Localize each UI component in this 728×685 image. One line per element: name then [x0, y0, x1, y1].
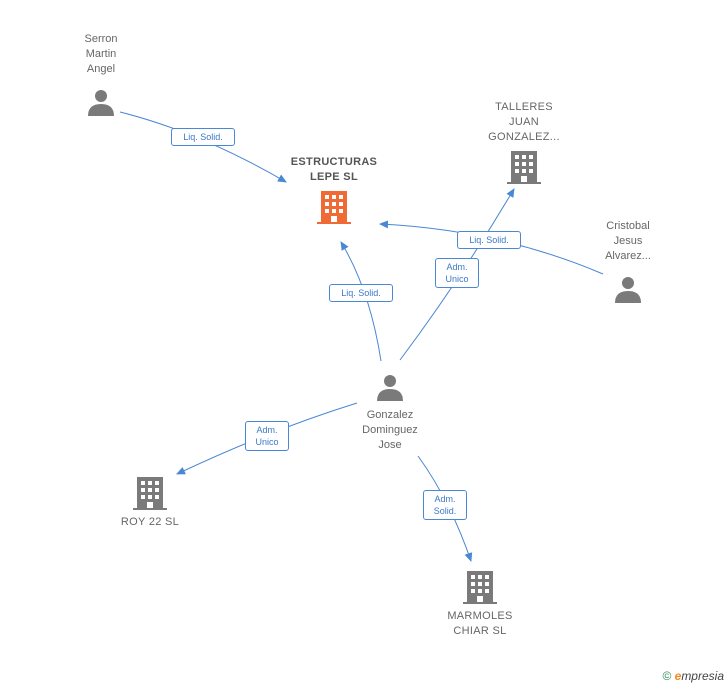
edge-label-gonzalez-roy[interactable]: Adm. Unico	[245, 421, 289, 451]
node-cristobal[interactable]: Cristobal Jesus Alvarez...	[588, 219, 668, 304]
node-talleres-label: TALLERES JUAN GONZALEZ...	[488, 101, 560, 143]
node-roy-label: ROY 22 SL	[120, 516, 180, 528]
person-icon	[377, 375, 403, 401]
node-marmoles-label: MARMOLES CHIAR SL	[447, 610, 513, 637]
node-gonzalez-label: Gonzalez Dominguez Jose	[362, 409, 418, 451]
person-icon	[615, 277, 641, 303]
brand-logo-text: mpresia	[681, 669, 724, 683]
edge-label-gonzalez-estructuras[interactable]: Liq. Solid.	[329, 284, 393, 302]
node-gonzalez[interactable]: Gonzalez Dominguez Jose	[340, 372, 440, 453]
copyright-icon: ©	[662, 669, 672, 683]
building-icon	[133, 477, 167, 510]
edge-label-gonzalez-talleres[interactable]: Adm. Unico	[435, 258, 479, 288]
node-estructuras-label: ESTRUCTURAS LEPE SL	[290, 156, 378, 183]
node-marmoles[interactable]: MARMOLES CHIAR SL	[430, 569, 530, 639]
node-talleres[interactable]: TALLERES JUAN GONZALEZ...	[474, 100, 574, 185]
footer-copyright: © empresia	[662, 669, 724, 683]
edge-serron-estructuras	[119, 111, 287, 183]
node-roy[interactable]: ROY 22 SL	[110, 475, 190, 530]
node-serron-label: Serron Martin Angel	[84, 33, 118, 75]
node-cristobal-label: Cristobal Jesus Alvarez...	[605, 220, 651, 262]
edge-label-gonzalez-marmoles[interactable]: Adm. Solid.	[423, 490, 467, 520]
brand-logo-e: e	[674, 669, 682, 683]
node-serron[interactable]: Serron Martin Angel	[66, 32, 136, 117]
building-icon	[317, 191, 351, 224]
person-icon	[88, 90, 114, 116]
building-icon	[507, 151, 541, 184]
node-estructuras[interactable]: ESTRUCTURAS LEPE SL	[274, 155, 394, 225]
edge-label-cristobal-estructuras[interactable]: Liq. Solid.	[457, 231, 521, 249]
building-icon	[463, 571, 497, 604]
edge-label-serron-estructuras[interactable]: Liq. Solid.	[171, 128, 235, 146]
